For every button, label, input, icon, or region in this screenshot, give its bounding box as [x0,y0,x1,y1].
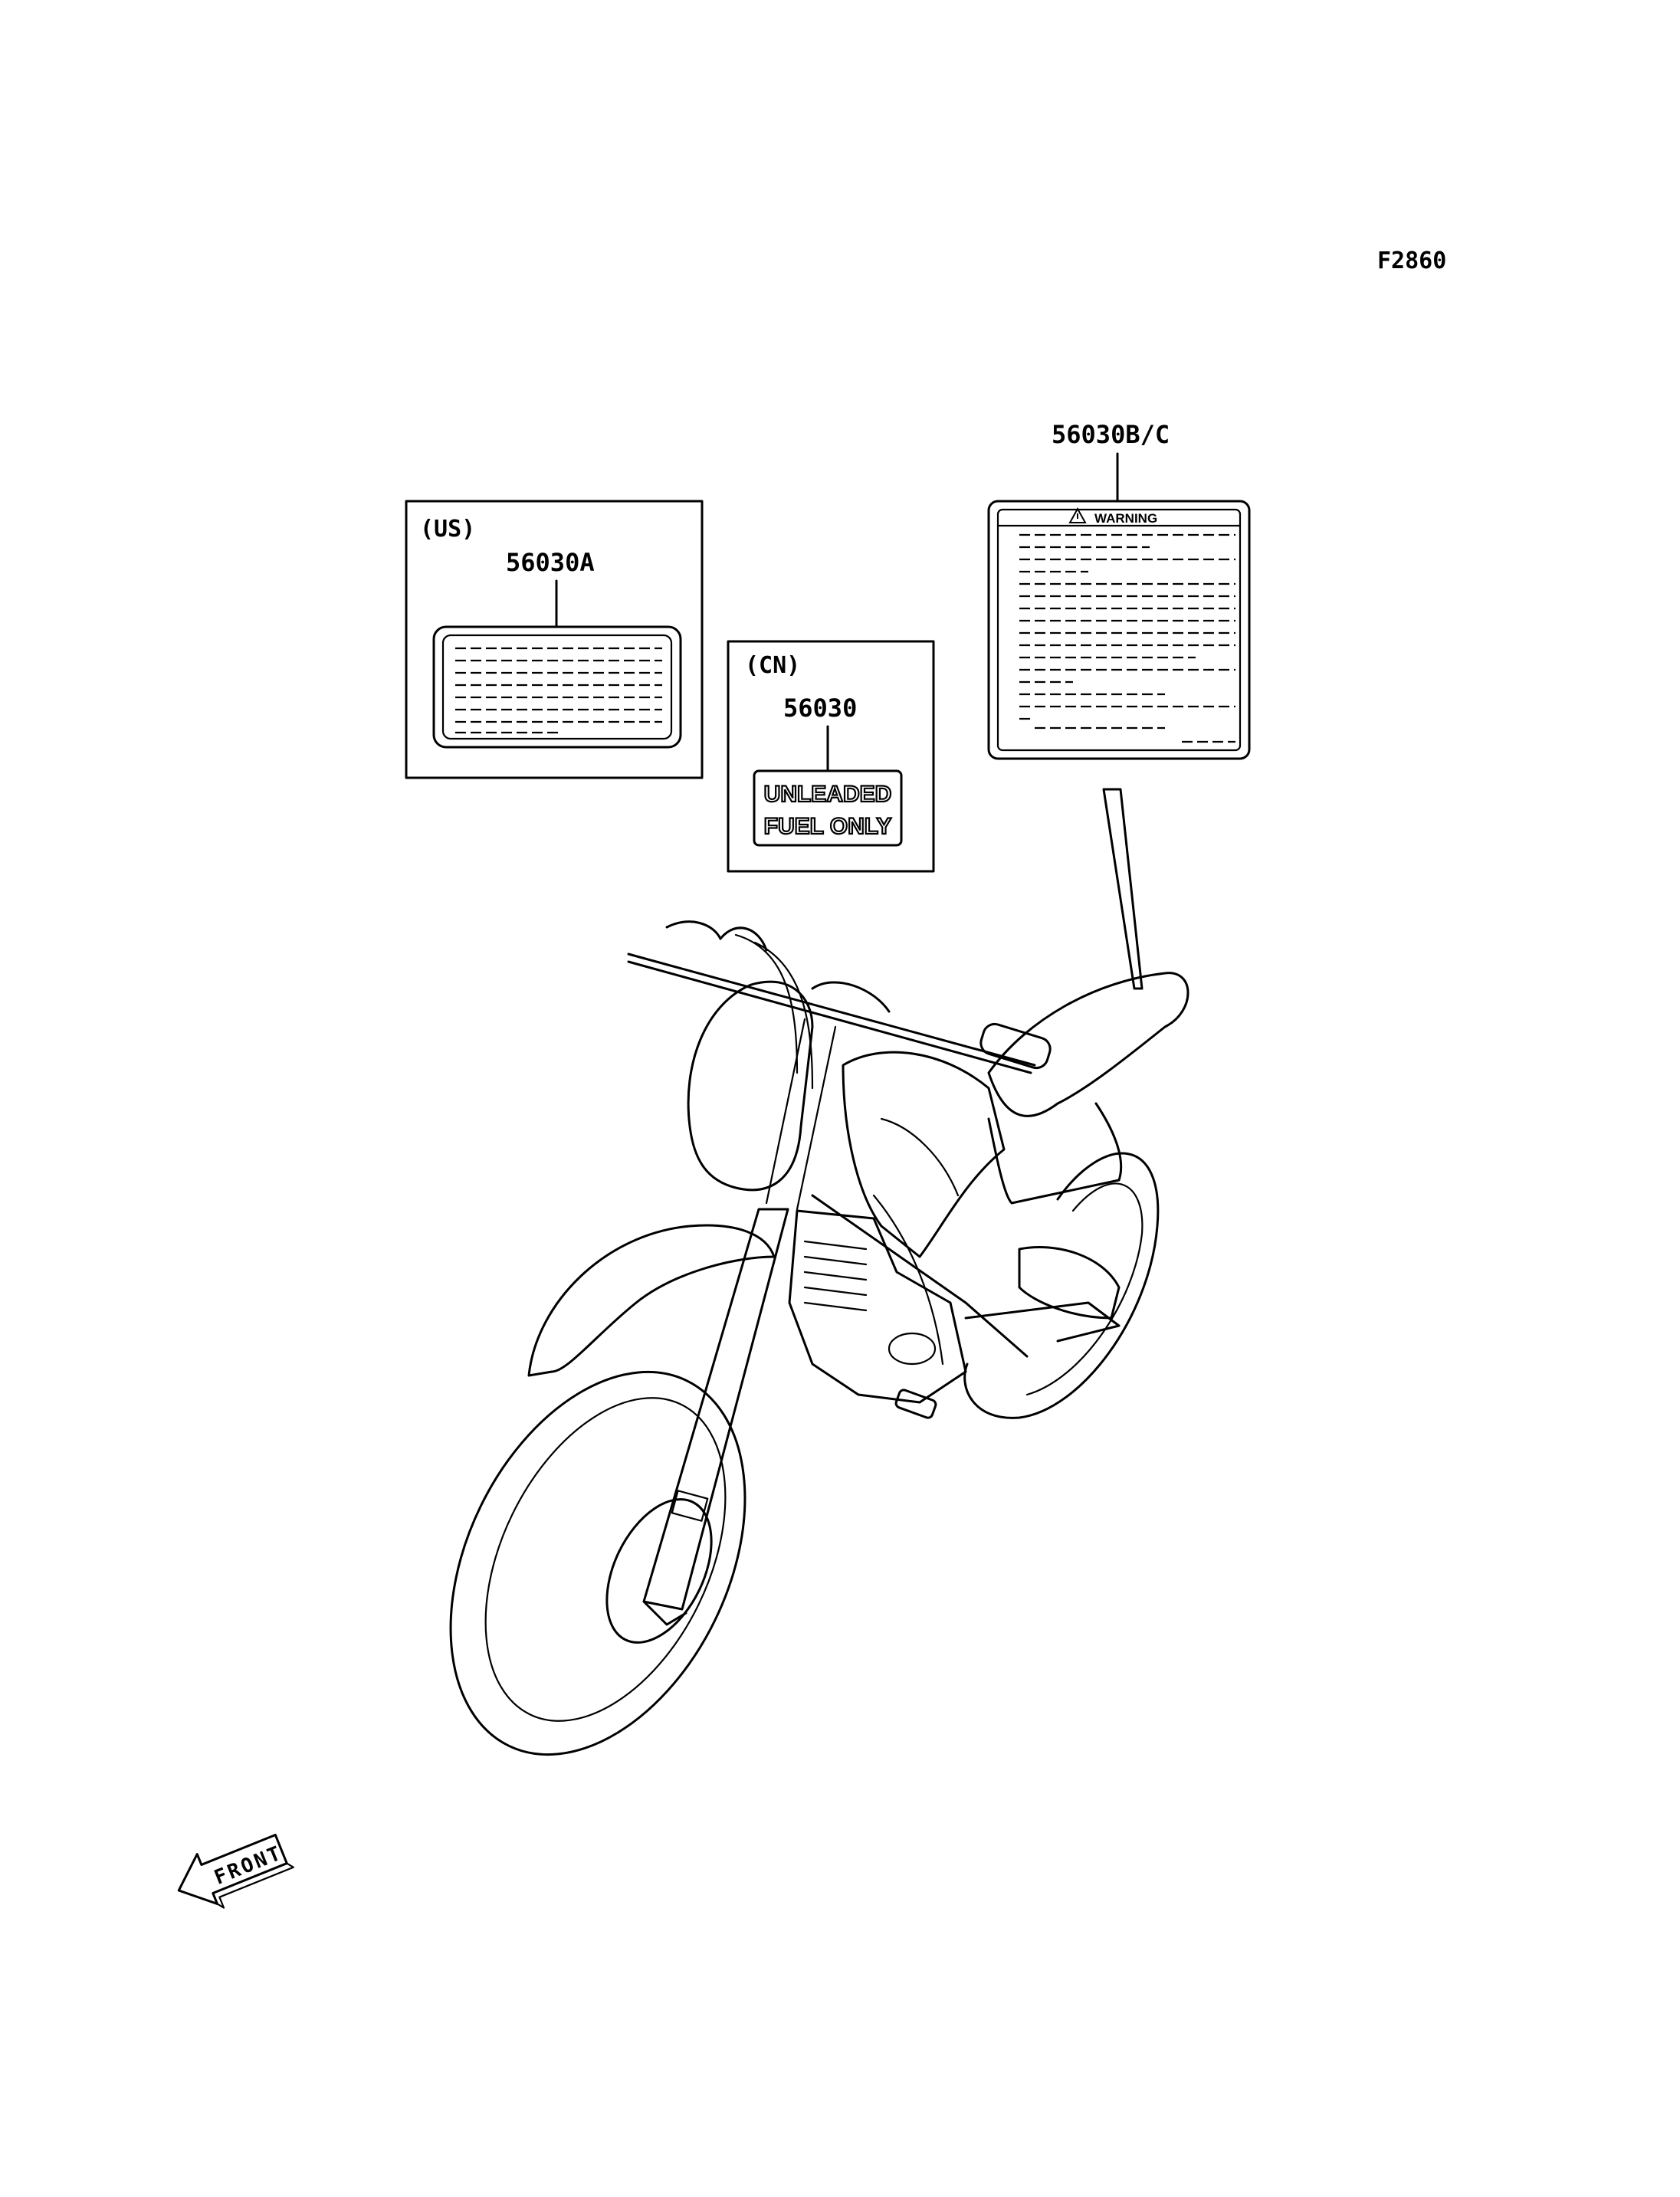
warning-label-callout[interactable]: 56030B/C WARNING [987,420,1251,990]
front-direction-arrow: FRONT [177,1833,294,1909]
us-part-number: 56030A [506,548,595,577]
cn-label-callout[interactable]: (CN) 56030 UNLEADED FUEL ONLY [727,640,935,873]
rear-swingarm [1018,1245,1121,1320]
front-number-plate [687,980,814,1192]
rear-wheel [963,1152,1160,1419]
warning-heading: WARNING [1094,511,1157,526]
front-fender [527,1224,776,1377]
cn-part-number: 56030 [783,694,857,723]
warning-pointer [1102,788,1144,990]
us-label-sticker [432,625,682,749]
us-region-tag: (US) [420,516,475,543]
frame [811,1194,1121,1366]
warning-part-number: 56030B/C [1052,420,1170,449]
us-callout-frame [405,500,704,779]
cn-fuel-sticker: UNLEADED FUEL ONLY [753,769,903,847]
motorcycle-illustration [449,920,1189,1756]
us-label-callout[interactable]: (US) 56030A [405,500,704,779]
cn-sticker-line1: UNLEADED [764,782,892,807]
handlebar [627,920,1052,1074]
footpeg [894,1389,937,1419]
cn-callout-frame [727,640,935,873]
seat-rear-fender [987,972,1189,1117]
diagram-id: F2860 [1377,248,1446,274]
cn-region-tag: (CN) [745,652,800,679]
front-wheel [449,1370,746,1756]
control-cables [734,933,814,1090]
cn-sticker-line2: FUEL ONLY [764,814,892,839]
front-indicator-label: FRONT [211,1841,286,1890]
front-fork [642,1018,837,1626]
warning-label-sticker: WARNING [987,500,1251,760]
fuel-tank-shroud [842,1051,1006,1258]
engine [788,1209,967,1404]
warning-triangle-icon [1068,507,1087,523]
